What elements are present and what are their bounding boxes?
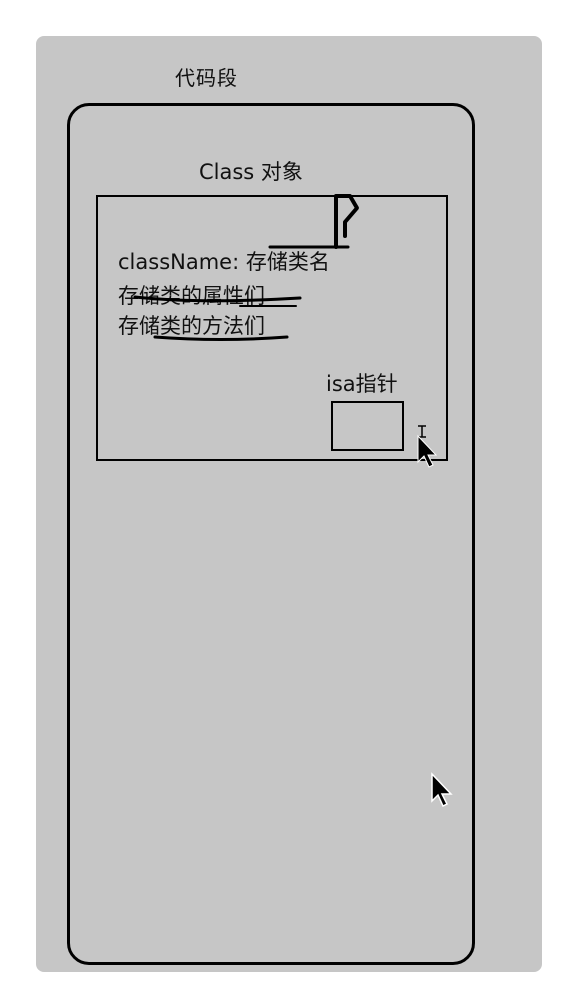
class-name-line: className: 存储类名	[118, 250, 330, 274]
class-object-label: Class 对象	[199, 160, 303, 184]
isa-pointer-label: isa指针	[326, 372, 398, 396]
isa-pointer-box	[331, 401, 404, 451]
section-title: 代码段	[175, 66, 238, 90]
class-object-box	[96, 195, 448, 461]
properties-line: 存储类的属性们	[118, 284, 265, 308]
code-segment-frame	[67, 103, 475, 965]
diagram-canvas	[36, 36, 542, 972]
methods-line: 存储类的方法们	[118, 314, 265, 338]
